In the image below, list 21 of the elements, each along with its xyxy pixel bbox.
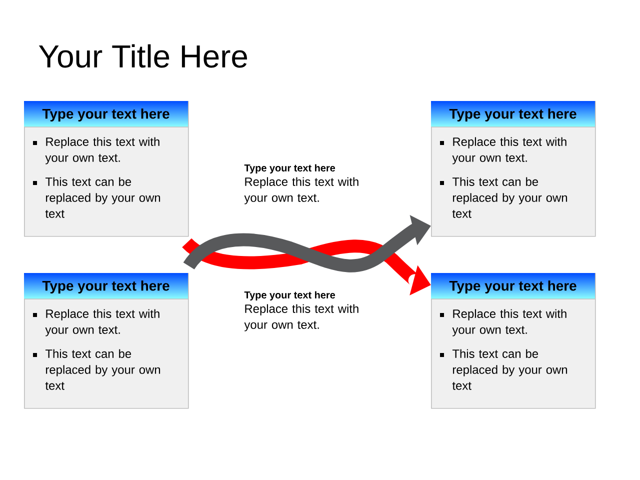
- text-box: [430, 101, 596, 237]
- bullet-item: This text can be replaced by your own text: [440, 177, 568, 218]
- box-heading: Type your text here: [42, 280, 170, 294]
- text-box: [24, 101, 189, 237]
- bullet-item: This text can be replaced by your own text: [440, 349, 568, 390]
- text-body: Replace this text with your own text.: [244, 177, 358, 204]
- text-box: [24, 273, 189, 409]
- bullet-item: This text can be replaced by your own text: [33, 349, 160, 390]
- bullet-item: Replace this text with your own text.: [440, 137, 566, 164]
- box-heading: Type your text here: [449, 108, 576, 122]
- slide-title: Your Title Here: [38, 44, 247, 68]
- text-heading: Type your text here: [244, 164, 336, 174]
- bullet-item: Replace this text with your own text.: [33, 309, 160, 336]
- bullet-item: Replace this text with your own text.: [440, 309, 566, 336]
- box-heading: Type your text here: [42, 108, 170, 122]
- bullet-item: Replace this text with your own text.: [33, 137, 160, 164]
- text-heading: Type your text here: [244, 291, 336, 300]
- text-box: [430, 273, 596, 409]
- bullet-item: This text can be replaced by your own text: [33, 177, 160, 218]
- text-body: Replace this text with your own text.: [244, 304, 358, 332]
- box-heading: Type your text here: [449, 280, 576, 294]
